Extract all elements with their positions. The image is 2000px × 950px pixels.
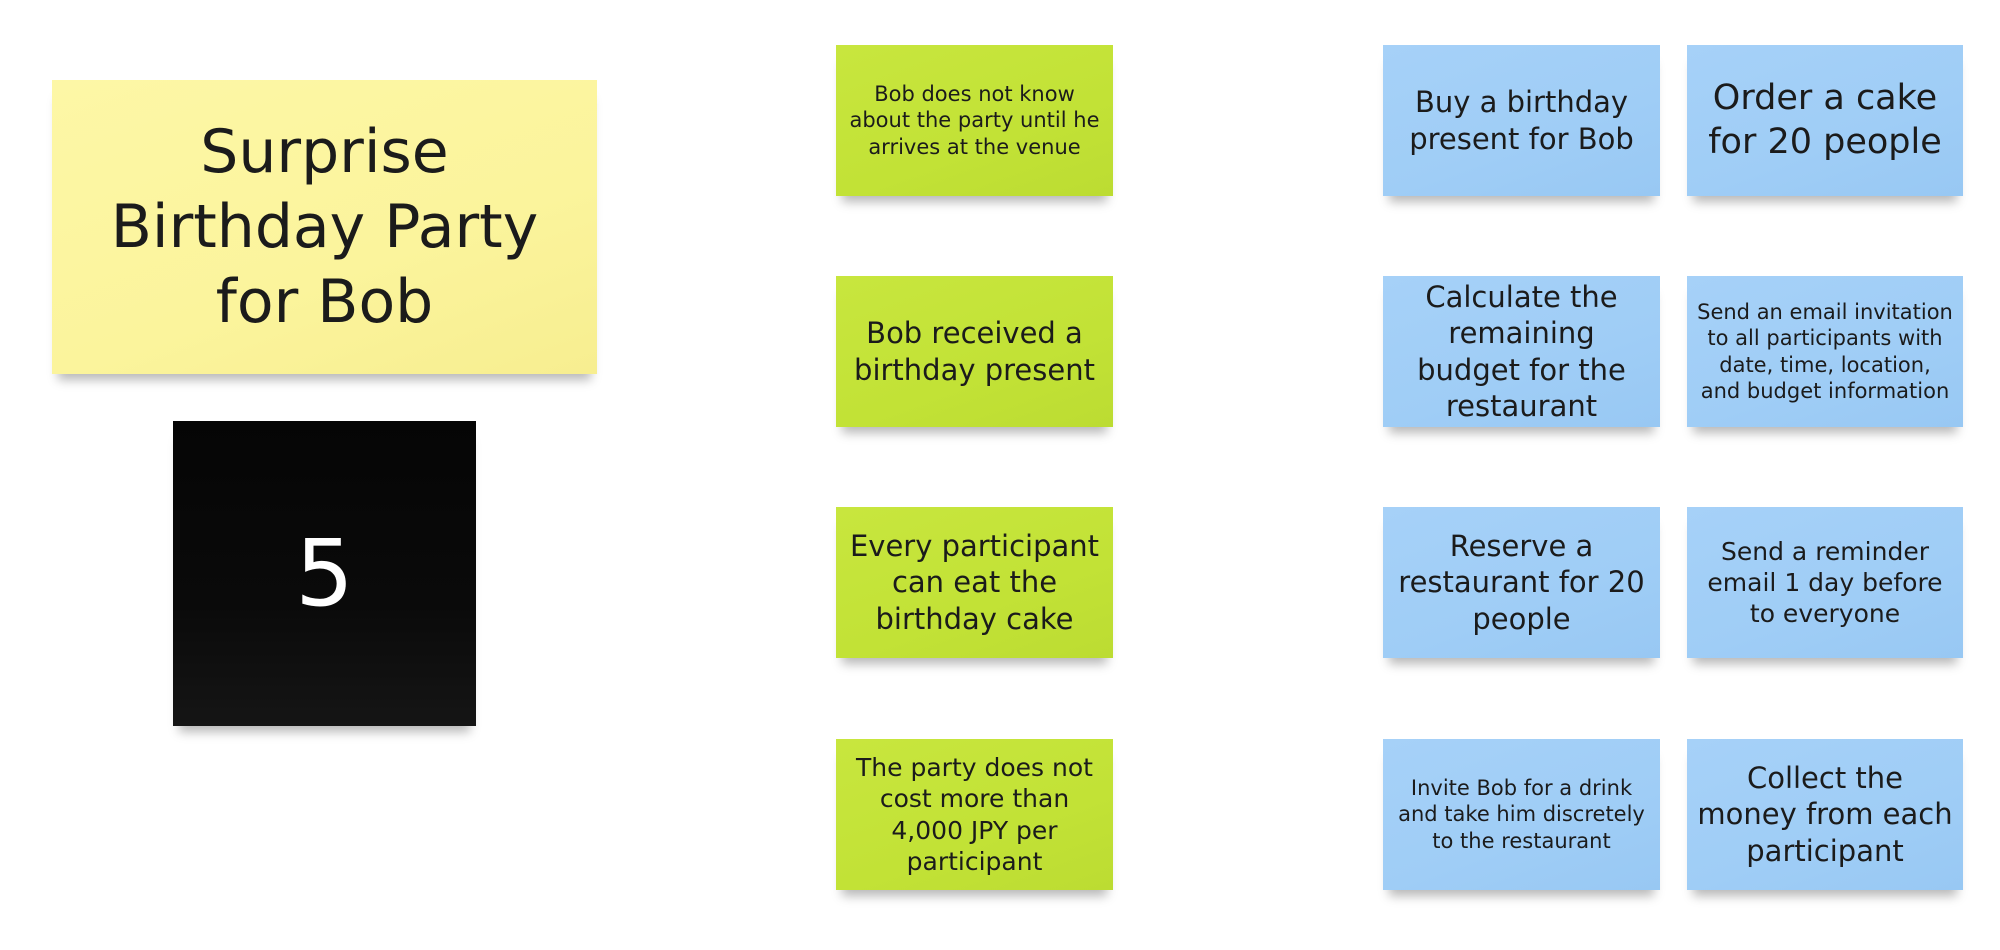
sticky-note-criterion[interactable]: Bob received a birthday present [836,276,1113,427]
sticky-note-text: Bob does not know about the party until … [849,82,1100,159]
sticky-note-text: Order a cake for 20 people [1708,77,1942,162]
title-note-text: Surprise Birthday Party for Bob [110,116,539,337]
sticky-note-text: Buy a birthday present for Bob [1409,85,1634,156]
sticky-note-text: Collect the money from each participant [1697,761,1953,868]
sticky-note-title[interactable]: Surprise Birthday Party for Bob [52,80,597,374]
sticky-note-task[interactable]: Invite Bob for a drink and take him disc… [1383,739,1660,890]
sticky-note-counter[interactable]: 5 [173,421,476,726]
sticky-note-text: Bob received a birthday present [854,316,1095,387]
sticky-note-text: Calculate the remaining budget for the r… [1417,280,1626,423]
sticky-note-criterion[interactable]: The party does not cost more than 4,000 … [836,739,1113,890]
sticky-note-criterion[interactable]: Every participant can eat the birthday c… [836,507,1113,658]
sticky-note-criterion[interactable]: Bob does not know about the party until … [836,45,1113,196]
sticky-note-text: Every participant can eat the birthday c… [849,529,1100,636]
sticky-note-task[interactable]: Order a cake for 20 people [1687,45,1963,196]
sticky-note-text: The party does not cost more than 4,000 … [856,753,1093,876]
sticky-note-task[interactable]: Send a reminder email 1 day before to ev… [1687,507,1963,658]
sticky-note-task[interactable]: Buy a birthday present for Bob [1383,45,1660,196]
sticky-note-task[interactable]: Reserve a restaurant for 20 people [1383,507,1660,658]
sticky-note-task[interactable]: Calculate the remaining budget for the r… [1383,276,1660,427]
sticky-note-text: Send an email invitation to all particip… [1697,300,1953,403]
sticky-note-task[interactable]: Collect the money from each participant [1687,739,1963,890]
sticky-note-text: Invite Bob for a drink and take him disc… [1398,776,1645,853]
sticky-note-text: Send a reminder email 1 day before to ev… [1707,536,1943,629]
sticky-note-text: Reserve a restaurant for 20 people [1398,529,1645,636]
counter-note-text: 5 [295,520,354,627]
sticky-note-task[interactable]: Send an email invitation to all particip… [1687,276,1963,427]
